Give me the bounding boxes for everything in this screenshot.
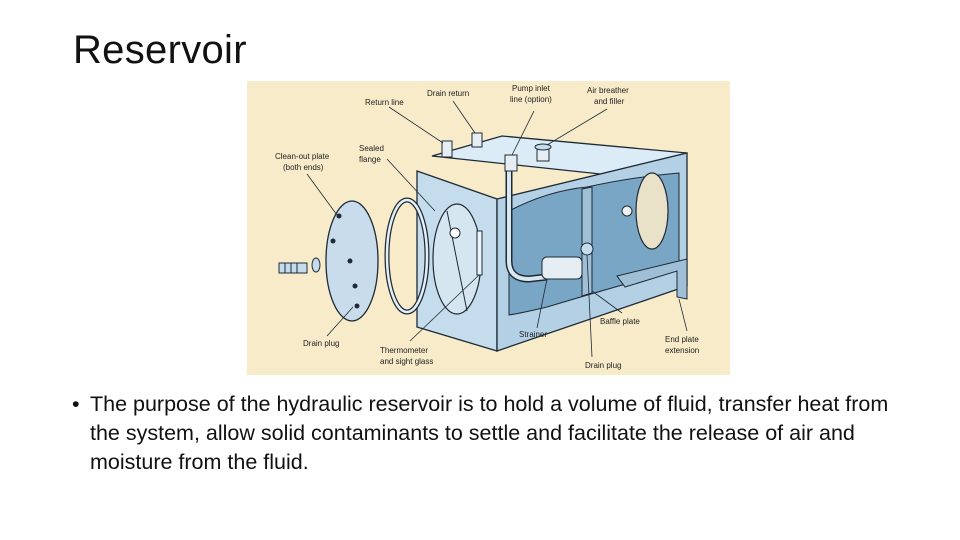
plate-bolt — [352, 283, 358, 289]
leader-return-line — [388, 106, 444, 144]
leader-drain-plug-bottom — [586, 254, 593, 358]
strainer-shape — [541, 256, 583, 280]
leader-air-breather — [546, 108, 608, 146]
drain-plug-shape — [278, 262, 308, 274]
air-breather-cap — [534, 143, 552, 151]
label-drain-plug-left: Drain plug — [303, 339, 339, 348]
gasket-ring-highlight — [385, 198, 429, 314]
leader-drain-return — [452, 100, 476, 134]
return-line-fitting — [441, 140, 453, 158]
leader-end-plate — [678, 298, 688, 332]
label-end-plate-2: extension — [665, 346, 699, 355]
pump-inlet-fitting — [504, 154, 518, 172]
pump-inlet-pipe-fill — [507, 171, 548, 282]
end-plate-extension-shape — [616, 258, 688, 300]
label-drain-return: Drain return — [427, 89, 469, 98]
baffle-plate-shape — [581, 186, 593, 297]
label-return-line: Return line — [365, 98, 404, 107]
flange-stripe — [446, 210, 468, 312]
leader-thermometer — [409, 274, 480, 342]
label-end-plate-1: End plate — [665, 335, 699, 344]
reservoir-diagram: Return line Drain return Pump inlet line… — [247, 81, 730, 375]
drain-plug-washer — [311, 257, 321, 273]
label-thermometer-2: and sight glass — [380, 357, 433, 366]
plate-bolt — [330, 238, 336, 244]
fitting-hole — [621, 205, 633, 217]
flange-fitting — [449, 227, 461, 239]
leader-drain-plug — [326, 306, 354, 337]
label-sealed-flange-2: flange — [359, 155, 381, 164]
label-clean-out-2: (both ends) — [283, 163, 324, 172]
leader-pump-inlet — [511, 110, 535, 156]
label-clean-out-1: Clean-out plate — [275, 152, 330, 161]
leader-lines — [306, 100, 688, 358]
label-strainer: Strainer — [519, 330, 547, 339]
plate-bolt — [347, 258, 353, 264]
drain-return-fitting — [471, 132, 483, 148]
leader-strainer — [536, 278, 548, 329]
leader-sealed-flange — [386, 158, 436, 212]
leader-clean-out — [306, 173, 338, 216]
label-air-breather-1: Air breather — [587, 86, 629, 95]
bullet-list: • The purpose of the hydraulic reservoir… — [72, 390, 922, 477]
leader-baffle — [591, 290, 623, 314]
sight-glass-shape — [476, 230, 483, 276]
label-pump-inlet-1: Pump inlet — [512, 84, 551, 93]
label-thermometer-1: Thermometer — [380, 346, 428, 355]
plate-bolt — [354, 303, 360, 309]
bullet-glyph: • — [72, 392, 80, 416]
bullet-text: The purpose of the hydraulic reservoir i… — [90, 392, 889, 474]
label-drain-plug-bottom: Drain plug — [585, 361, 621, 370]
label-baffle-plate: Baffle plate — [600, 317, 640, 326]
reservoir-diagram-svg: Return line Drain return Pump inlet line… — [247, 81, 730, 375]
drain-plug-bottom-shape — [580, 242, 594, 256]
label-air-breather-2: and filler — [594, 97, 625, 106]
bullet-item: • The purpose of the hydraulic reservoir… — [72, 390, 922, 477]
label-sealed-flange-1: Sealed — [359, 144, 384, 153]
plate-bolt — [336, 213, 342, 219]
label-pump-inlet-2: line (option) — [510, 95, 552, 104]
slide-title: Reservoir — [73, 28, 247, 72]
end-opening — [635, 172, 669, 250]
